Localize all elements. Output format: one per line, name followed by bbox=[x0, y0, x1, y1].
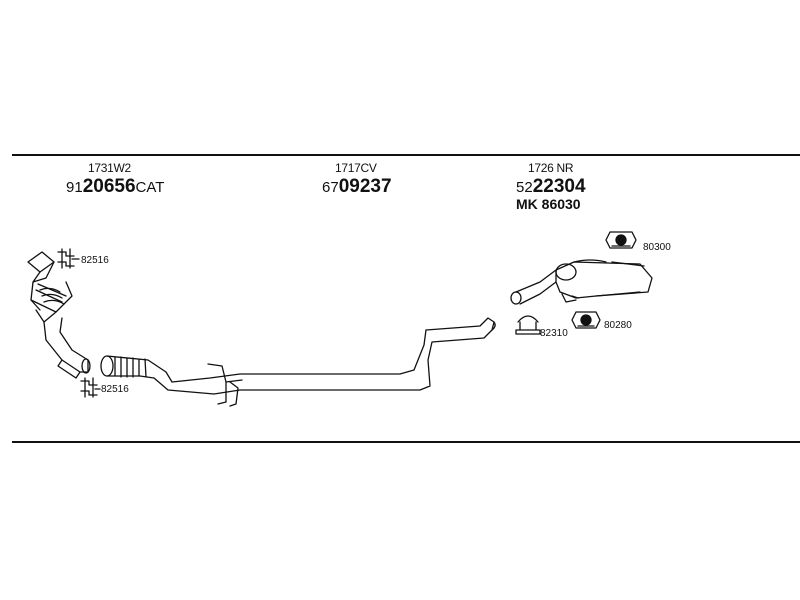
clamp-label-bottom: 82516 bbox=[101, 384, 129, 395]
part-ref-middle: 1717CV bbox=[335, 161, 377, 175]
clip-icon bbox=[515, 315, 541, 335]
part-number-middle: 6709237 bbox=[322, 176, 392, 197]
part-number-front: 9120656CAT bbox=[66, 176, 165, 197]
bottom-divider bbox=[12, 441, 800, 443]
hanger-icon-bottom bbox=[571, 311, 601, 329]
middle-pipe-drawing bbox=[100, 317, 496, 407]
top-divider bbox=[12, 154, 800, 156]
mount-kit-number: MK 86030 bbox=[516, 196, 581, 212]
catalytic-converter-drawing bbox=[27, 251, 91, 379]
hanger-label-top: 80300 bbox=[643, 242, 671, 253]
hanger-icon-top bbox=[605, 231, 637, 249]
part-number-rear: 5222304 bbox=[516, 176, 586, 197]
hanger-label-bottom: 80280 bbox=[604, 320, 632, 331]
rear-muffler-drawing bbox=[510, 259, 653, 305]
clamp-icon-top bbox=[57, 248, 80, 269]
part-ref-front: 1731W2 bbox=[88, 161, 131, 175]
clamp-icon-bottom bbox=[80, 377, 101, 398]
clip-label: 82310 bbox=[540, 328, 568, 339]
clamp-label-top: 82516 bbox=[81, 255, 109, 266]
part-ref-rear: 1726 NR bbox=[528, 161, 574, 175]
